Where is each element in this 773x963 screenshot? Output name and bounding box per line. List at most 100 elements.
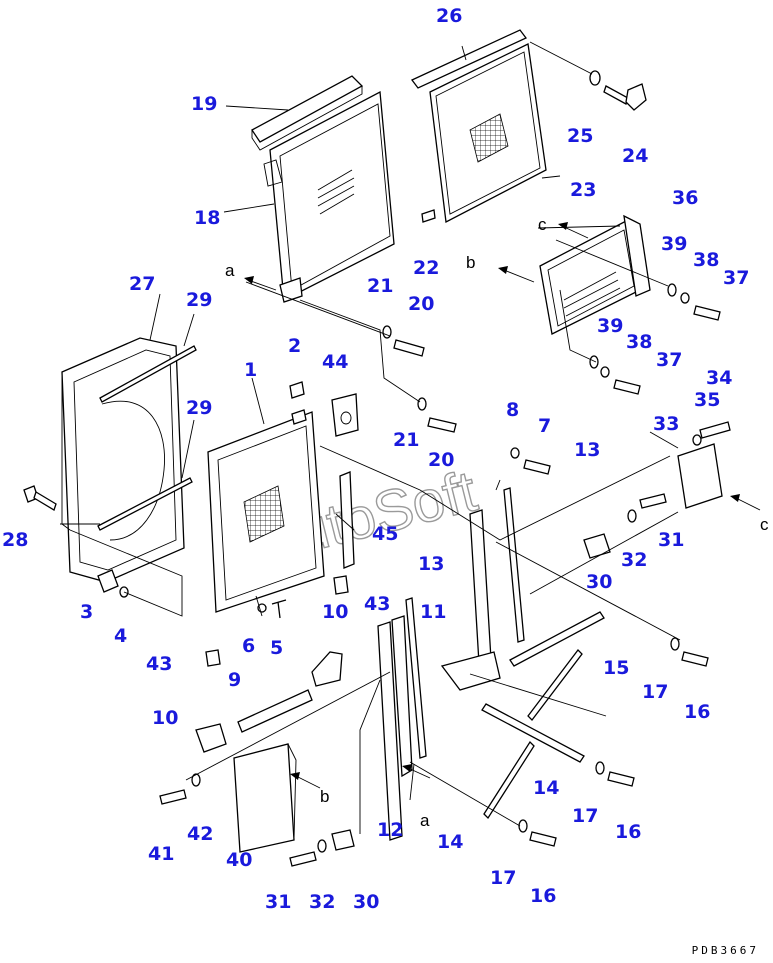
callout-16-b: 16 — [615, 821, 641, 843]
part-13-strips — [405, 487, 525, 759]
callout-16-c: 16 — [530, 885, 556, 907]
callout-37-a: 37 — [723, 267, 749, 289]
callout-36: 36 — [672, 187, 698, 209]
callout-17-c: 17 — [490, 867, 516, 889]
callout-34: 34 — [706, 367, 732, 389]
ref-letter-a-bottom: a — [420, 811, 430, 830]
callout-13-b: 13 — [418, 553, 444, 575]
reference-letters: a b c c b a — [225, 215, 769, 830]
part-22-pin — [421, 209, 436, 223]
callout-17-b: 17 — [572, 805, 598, 827]
callout-19: 19 — [191, 93, 217, 115]
part-23-screen — [429, 43, 547, 224]
callout-17-a: 17 — [642, 681, 668, 703]
part-25-washer — [589, 70, 601, 86]
callout-30-b: 30 — [353, 891, 379, 913]
callout-3: 3 — [80, 601, 93, 623]
part-30-spacer — [331, 533, 611, 851]
part-11-stay — [440, 509, 501, 691]
part-5-pin — [271, 599, 287, 619]
callout-41: 41 — [148, 843, 174, 865]
callout-12: 12 — [377, 819, 403, 841]
callout-7: 7 — [538, 415, 551, 437]
callout-25: 25 — [567, 125, 593, 147]
part-27-fan-shroud — [61, 337, 185, 583]
callout-30-a: 30 — [586, 571, 612, 593]
callout-labels: 19 18 26 25 24 23 36 22 39 38 37 27 29 2… — [2, 5, 749, 913]
callout-38-b: 38 — [626, 331, 652, 353]
part-33-plate — [677, 443, 723, 509]
callout-35: 35 — [694, 389, 720, 411]
callout-23: 23 — [570, 179, 596, 201]
part-10-blocks — [195, 651, 343, 753]
callout-1: 1 — [244, 359, 257, 381]
callout-24: 24 — [622, 145, 648, 167]
callout-4: 4 — [114, 625, 127, 647]
callout-38-a: 38 — [693, 249, 719, 271]
part-29-seal-strips — [97, 345, 197, 531]
callout-22: 22 — [413, 257, 439, 279]
part-12-stay — [377, 615, 413, 841]
part-14-rods — [481, 649, 585, 820]
part-24-wing-bolt — [603, 83, 647, 111]
part-15-rod — [509, 611, 605, 667]
callout-2: 2 — [288, 335, 301, 357]
callout-10-b: 10 — [152, 707, 178, 729]
callout-15: 15 — [603, 657, 629, 679]
leader-lines — [60, 41, 681, 834]
callout-32-a: 32 — [621, 549, 647, 571]
callout-8: 8 — [506, 399, 519, 421]
callout-40: 40 — [226, 849, 252, 871]
callout-37-b: 37 — [656, 349, 682, 371]
callout-33: 33 — [653, 413, 679, 435]
callout-27: 27 — [129, 273, 155, 295]
callout-31-b: 31 — [265, 891, 291, 913]
part-44-bracket — [331, 393, 359, 437]
callout-29-b: 29 — [186, 397, 212, 419]
part-45-plate — [339, 471, 355, 569]
callout-44: 44 — [322, 351, 348, 373]
callout-5: 5 — [270, 637, 283, 659]
callout-43-a: 43 — [364, 593, 390, 615]
callout-26: 26 — [436, 5, 462, 27]
part-40-bracket — [233, 743, 297, 853]
callout-13-a: 13 — [574, 439, 600, 461]
callout-39-a: 39 — [661, 233, 687, 255]
callout-6: 6 — [242, 635, 255, 657]
callout-45: 45 — [372, 523, 398, 545]
callout-21-b: 21 — [393, 429, 419, 451]
ref-letter-a-top: a — [225, 261, 235, 280]
callout-20-b: 20 — [428, 449, 454, 471]
part-28-bolt — [23, 485, 57, 511]
part-19-top-seal — [251, 75, 364, 151]
part-2-cap — [289, 381, 305, 399]
drawing-code: PDB3667 — [691, 944, 759, 957]
part-1-radiator — [207, 409, 325, 613]
part-9-bar — [237, 689, 313, 733]
part-18-side-panel — [263, 90, 395, 303]
bolts-and-washers — [159, 283, 731, 867]
callout-28: 28 — [2, 529, 28, 551]
ref-letter-b-top: b — [466, 253, 475, 272]
callout-10-a: 10 — [322, 601, 348, 623]
callout-39-b: 39 — [597, 315, 623, 337]
callout-31-a: 31 — [658, 529, 684, 551]
callout-14-b: 14 — [437, 831, 463, 853]
callout-29-a: 29 — [186, 289, 212, 311]
part-43-rubber — [205, 575, 349, 667]
callout-16-a: 16 — [684, 701, 710, 723]
part-36-oil-cooler — [539, 214, 651, 335]
part-26-top-seal — [410, 29, 528, 89]
ref-letter-c-top: c — [538, 215, 547, 234]
reference-arrows — [244, 222, 761, 789]
part-3-drain — [97, 569, 119, 593]
callout-21-a: 21 — [367, 275, 393, 297]
ref-letter-c-right: c — [760, 515, 769, 534]
callout-9: 9 — [228, 669, 241, 691]
ref-letter-b-bottom: b — [320, 787, 329, 806]
callout-43-b: 43 — [146, 653, 172, 675]
callout-42: 42 — [187, 823, 213, 845]
callout-18: 18 — [194, 207, 220, 229]
